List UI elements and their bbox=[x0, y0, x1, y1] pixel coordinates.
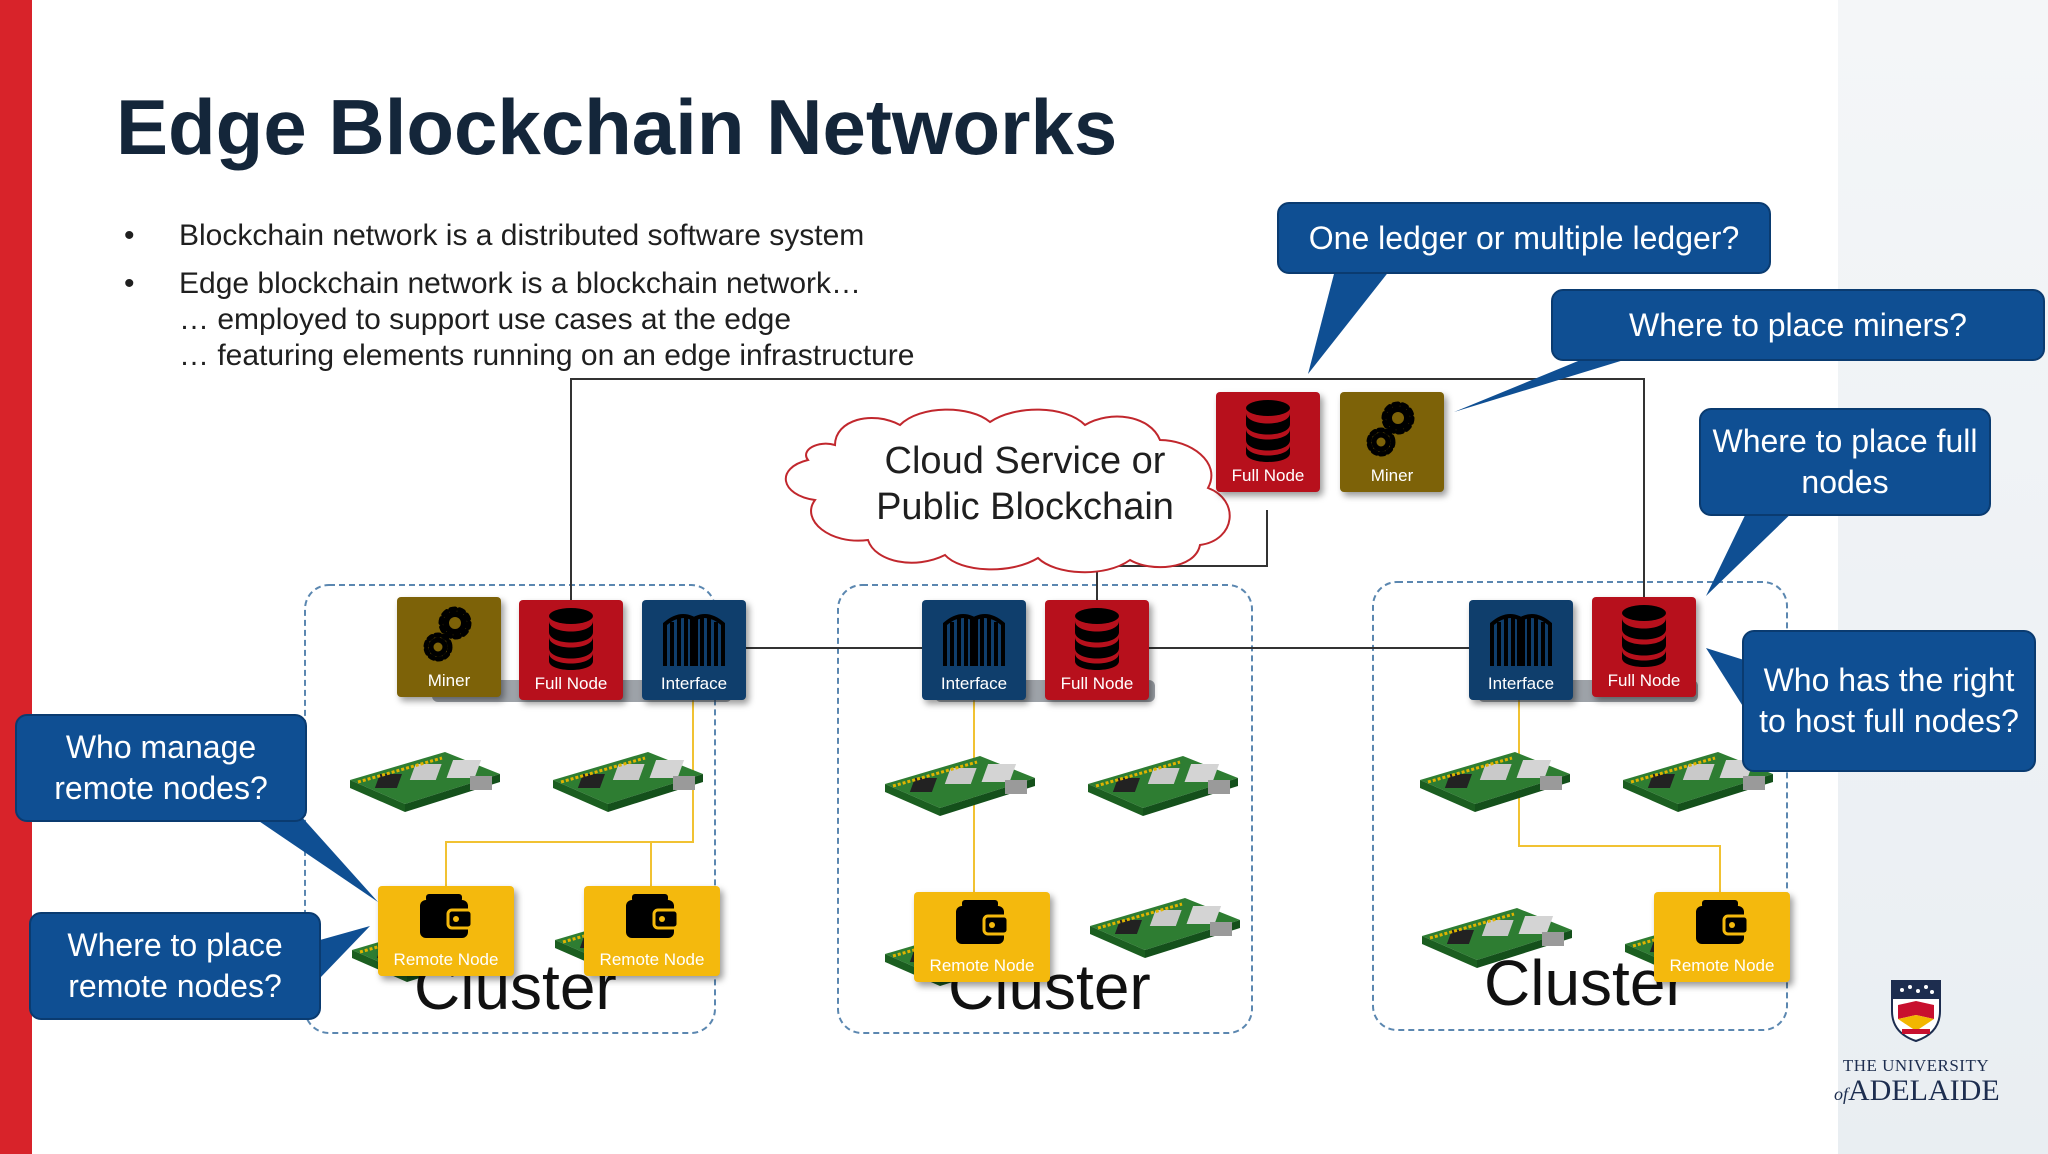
node-label: Remote Node bbox=[393, 950, 499, 969]
callout-tails bbox=[250, 270, 1800, 978]
university-logo: THE UNIVERSITY ofADELAIDE bbox=[1834, 975, 2000, 1109]
crest-icon bbox=[1891, 980, 1941, 1043]
remote-node-cluster-2[interactable]: Remote Node bbox=[914, 892, 1050, 982]
full-node-cluster-1[interactable]: Full Node bbox=[519, 600, 623, 700]
full-node-cluster-2[interactable]: Full Node bbox=[1045, 600, 1149, 700]
database-icon bbox=[1216, 400, 1320, 464]
right-panel bbox=[1838, 0, 2048, 1154]
remote-node-cluster-1b[interactable]: Remote Node bbox=[584, 886, 720, 976]
bullet-marker: • bbox=[124, 219, 135, 252]
database-icon bbox=[1045, 608, 1149, 672]
callout-miners: Where to place miners? bbox=[1551, 289, 2045, 361]
wallet-icon bbox=[1654, 900, 1790, 964]
callout-text: Who manage remote nodes? bbox=[15, 714, 307, 822]
callout-host-full-nodes: Who has the right to host full nodes? bbox=[1742, 630, 2036, 772]
gate-icon bbox=[922, 608, 1026, 672]
gate-icon bbox=[1469, 608, 1573, 672]
cluster-boundary bbox=[837, 584, 1253, 1034]
node-label: Remote Node bbox=[1669, 956, 1775, 975]
full-node-cluster-3[interactable]: Full Node bbox=[1592, 597, 1696, 697]
node-label: Full Node bbox=[1060, 674, 1134, 693]
gate-icon bbox=[642, 608, 746, 672]
logo-name: ADELAIDE bbox=[1848, 1074, 2000, 1107]
node-label: Interface bbox=[660, 674, 728, 693]
cluster-label-3: Cluster bbox=[1484, 947, 1687, 1019]
bullet-text: Blockchain network is a distributed soft… bbox=[179, 219, 865, 252]
slide-title: Edge Blockchain Networks bbox=[116, 83, 1118, 171]
accent-bar bbox=[0, 0, 32, 1154]
miner-cloud[interactable]: Miner bbox=[1340, 392, 1444, 492]
callout-ledger: One ledger or multiple ledger? bbox=[1277, 202, 1771, 274]
node-label: Miner bbox=[427, 671, 471, 690]
node-label: Miner bbox=[1370, 466, 1414, 485]
node-label: Remote Node bbox=[599, 950, 705, 969]
callout-text: Where to place miners? bbox=[1551, 289, 2045, 361]
database-icon bbox=[519, 608, 623, 672]
node-label: Interface bbox=[940, 674, 1008, 693]
cluster-boundary bbox=[1372, 581, 1788, 1031]
cloud-label: Cloud Service or Public Blockchain bbox=[850, 438, 1200, 530]
callout-manage-remote: Who manage remote nodes? bbox=[15, 714, 307, 822]
callout-place-remote: Where to place remote nodes? bbox=[29, 912, 321, 1020]
node-label: Full Node bbox=[534, 674, 608, 693]
cluster-boundary bbox=[304, 584, 716, 1034]
bullet-subline: … employed to support use cases at the e… bbox=[179, 303, 792, 336]
node-label: Full Node bbox=[1231, 466, 1305, 485]
full-node-cloud[interactable]: Full Node bbox=[1216, 392, 1320, 492]
interface-cluster-3[interactable]: Interface bbox=[1469, 600, 1573, 700]
gears-icon bbox=[1340, 400, 1444, 464]
logo-line-2: ofADELAIDE bbox=[1834, 1074, 2000, 1109]
wallet-icon bbox=[584, 894, 720, 958]
gears-icon bbox=[397, 605, 501, 669]
wallet-icon bbox=[914, 900, 1050, 964]
callout-text: Where to place remote nodes? bbox=[29, 912, 321, 1020]
miner-cluster-1[interactable]: Miner bbox=[397, 597, 501, 697]
node-label: Remote Node bbox=[929, 956, 1035, 975]
callout-text: Where to place full nodes bbox=[1699, 408, 1991, 516]
cloud-label-line: Public Blockchain bbox=[876, 486, 1174, 528]
bullet-subline: … featuring elements running on an edge … bbox=[179, 339, 915, 372]
wallet-icon bbox=[378, 894, 514, 958]
remote-node-cluster-1a[interactable]: Remote Node bbox=[378, 886, 514, 976]
callout-text: One ledger or multiple ledger? bbox=[1277, 202, 1771, 274]
cloud-shape bbox=[785, 408, 1231, 574]
database-icon bbox=[1592, 605, 1696, 669]
remote-node-cluster-3[interactable]: Remote Node bbox=[1654, 892, 1790, 982]
callout-full-nodes: Where to place full nodes bbox=[1699, 408, 1991, 516]
interface-cluster-1[interactable]: Interface bbox=[642, 600, 746, 700]
network-links bbox=[570, 378, 1645, 649]
bullet-item: • Blockchain network is a distributed so… bbox=[124, 218, 1024, 254]
callout-text: Who has the right to host full nodes? bbox=[1742, 630, 2036, 772]
bullet-list: • Blockchain network is a distributed so… bbox=[124, 218, 1024, 374]
interface-cluster-2[interactable]: Interface bbox=[922, 600, 1026, 700]
bullet-marker: • bbox=[124, 267, 135, 300]
node-label: Interface bbox=[1487, 674, 1555, 693]
bullet-item: • Edge blockchain network is a blockchai… bbox=[124, 266, 1024, 374]
cloud-label-line: Cloud Service or bbox=[884, 440, 1166, 482]
bullet-text: Edge blockchain network is a blockchain … bbox=[179, 267, 862, 300]
node-label: Full Node bbox=[1607, 671, 1681, 690]
logo-line-1: THE UNIVERSITY bbox=[1842, 1056, 1990, 1075]
logo-of: of bbox=[1834, 1084, 1849, 1104]
